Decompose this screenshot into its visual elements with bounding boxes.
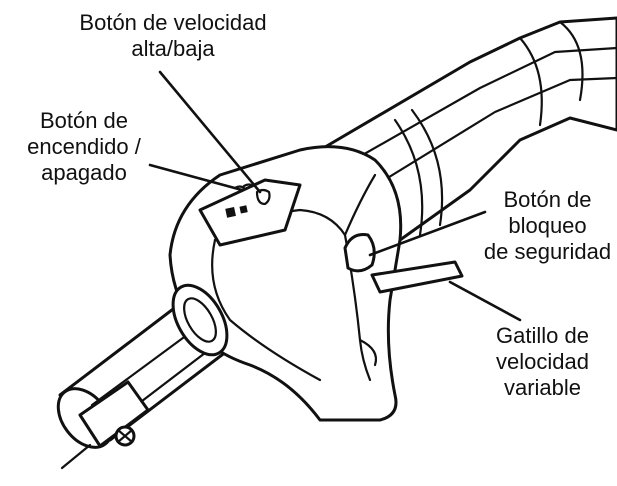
label-safety-lock: Botón de bloqueo de seguridad xyxy=(483,187,612,264)
safety-lock-button xyxy=(343,233,376,273)
leader-lock xyxy=(368,210,487,257)
leader-power xyxy=(148,163,244,192)
control-panel xyxy=(198,178,302,247)
shaft-clamp xyxy=(60,380,150,470)
label-speed-button: Botón de velocidad alta/baja xyxy=(79,10,267,61)
label-variable-trigger: Gatillo de velocidad variable xyxy=(496,323,589,400)
leader-lines xyxy=(148,70,522,322)
label-power-button: Botón de encendido / apagado xyxy=(27,108,141,185)
variable-speed-trigger xyxy=(370,260,464,294)
upper-tube xyxy=(318,16,617,242)
leader-speed xyxy=(158,70,262,194)
leader-trigger xyxy=(448,280,522,322)
